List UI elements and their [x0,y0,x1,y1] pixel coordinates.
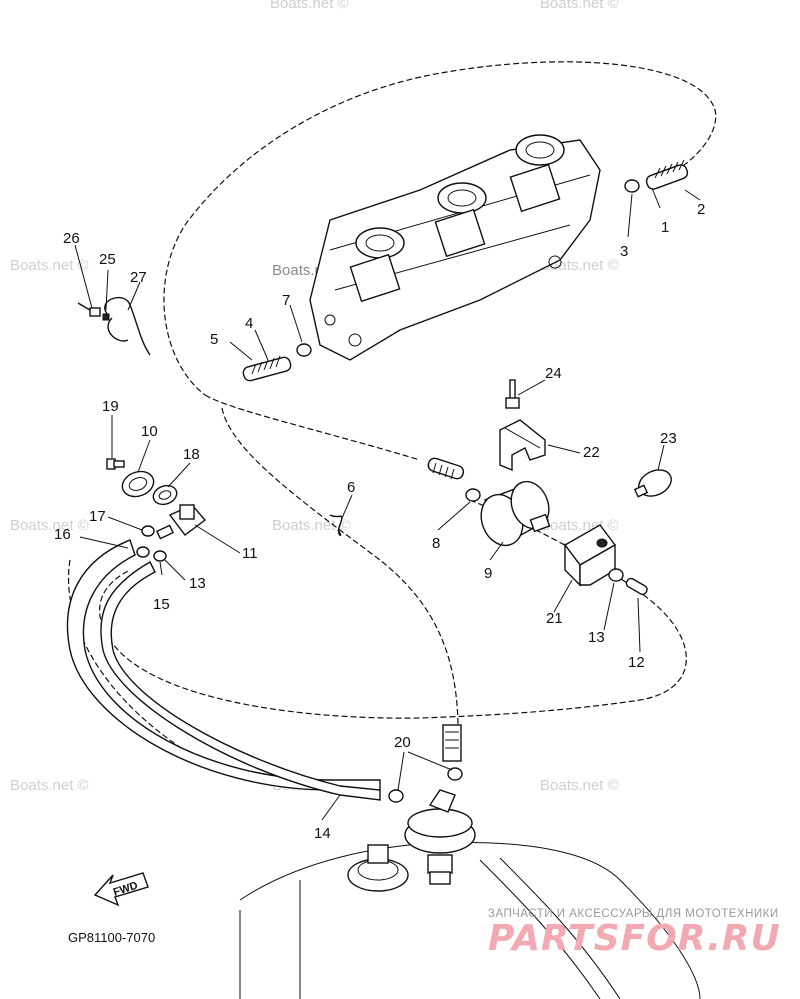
diagram-code: GP81100-7070 [68,930,155,945]
watermark: Boats.net © [540,517,619,534]
clip-part-13-right [608,568,624,582]
watermark: Boats.net © [540,777,619,794]
callout-21: 21 [546,610,563,627]
watermark: Boats.net © [10,517,89,534]
bolt-part-19 [106,458,125,470]
watermark: Boats.net © [540,257,619,274]
callout-19: 19 [102,398,119,415]
bracket-part-22 [499,419,546,472]
callout-16: 16 [54,526,71,543]
watermarks: Boats.net © Boats.net © Boats.net © Boat… [10,0,619,794]
callout-14: 14 [314,825,331,842]
callout-8: 8 [432,535,440,552]
callout-numbers: 1 2 3 4 5 6 7 8 9 10 11 12 13 13 14 15 1… [54,201,705,842]
callout-26: 26 [63,230,80,247]
brand-name: PARTSFOR.RU [488,918,781,959]
callout-27: 27 [130,269,147,286]
bracket-part-21 [563,524,617,587]
screw-part-26 [77,302,101,317]
clip-part-20 [388,767,463,803]
callout-11: 11 [242,545,258,562]
callout-13-right: 13 [588,629,605,646]
cover-part-10 [121,470,155,498]
hose-part-12 [625,577,648,596]
clip-part-6 [329,514,343,537]
callout-17: 17 [89,508,106,525]
callout-1: 1 [661,219,669,236]
band-part-27 [104,296,151,356]
valve-part-11 [156,504,207,540]
hose-part-1 [645,159,689,190]
hose-part-4 [242,355,292,382]
callout-22: 22 [583,444,600,461]
callout-9: 9 [484,565,492,582]
leader-lines [74,187,701,821]
hose-part-14 [66,539,381,801]
clip-part-8 [465,488,481,502]
watermark: Boats.net © [10,777,89,794]
callout-18: 18 [183,446,200,463]
watermark: Boats.net © [272,517,351,534]
watermark: Boats.net © [540,0,619,12]
callout-20: 20 [394,734,411,751]
fwd-arrow-icon: FWD [93,872,149,907]
hose-to-filter [427,457,465,480]
fuel-tank [239,842,701,999]
clamp-part-23 [633,469,672,498]
callout-7: 7 [282,292,290,309]
brand-watermark: ЗАПЧАСТИ И АКСЕССУАРЫ ДЛЯ МОТОТЕХНИКИ PA… [488,908,781,959]
clip-part-3 [624,179,640,193]
fuel-pickup-unit [404,724,476,885]
fuel-line-routing [67,61,717,791]
clip-part-17 [141,525,155,537]
clip-part-13-left [153,550,167,562]
clip-part-7 [296,343,312,357]
callout-6: 6 [347,479,355,496]
brand-tagline: ЗАПЧАСТИ И АКСЕССУАРЫ ДЛЯ МОТОТЕХНИКИ [488,908,779,920]
clip-part-15 [136,546,150,558]
watermark: Boats.net © [10,257,89,274]
filler-neck [347,844,409,892]
callout-3: 3 [620,243,628,260]
watermark: Boats.net © [270,0,349,12]
callout-13-left: 13 [189,575,206,592]
callout-23: 23 [660,430,677,447]
clip-part-25 [102,313,110,321]
callout-4: 4 [245,315,253,332]
carburetor-assembly [309,134,601,361]
bolt-part-24 [505,379,520,409]
callout-5: 5 [210,331,218,348]
callout-10: 10 [141,423,158,440]
fuel-filter-part-9 [480,480,551,547]
callout-2: 2 [697,201,705,218]
callout-24: 24 [545,365,562,382]
callout-25: 25 [99,251,116,268]
callout-15: 15 [153,596,170,613]
callout-12: 12 [628,654,645,671]
oring-part-18 [152,484,178,506]
